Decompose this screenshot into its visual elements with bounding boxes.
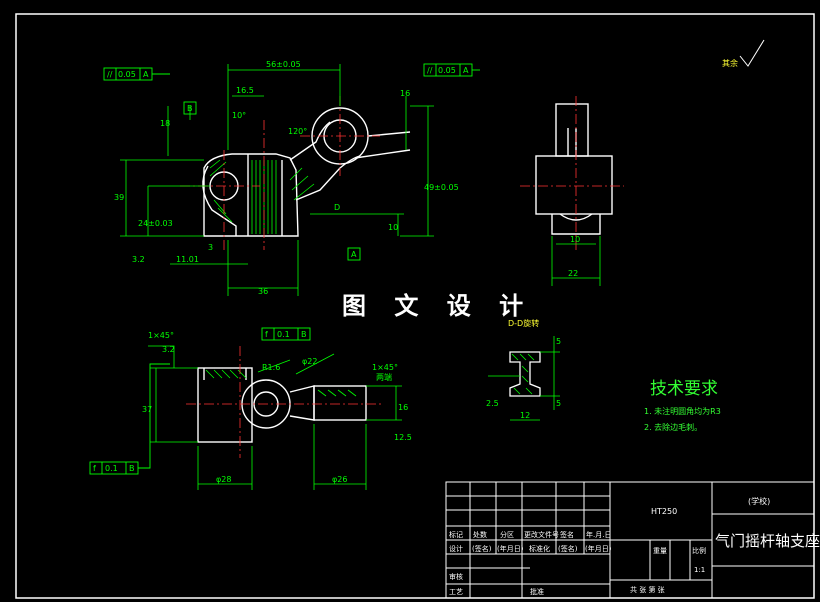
part-name: 气门摇杆轴支座: [715, 532, 820, 550]
chamfer-1x45: 1×45°: [148, 331, 174, 340]
dim-section-12: 12: [520, 411, 530, 420]
front-hatching: [209, 159, 315, 234]
tb-r2-c5: (签名): [558, 544, 578, 553]
dim-24: 24±0.03: [138, 219, 173, 228]
frame1-symbol: //: [107, 70, 113, 79]
section-hatching: [511, 353, 535, 395]
drawing-border: [15, 13, 815, 599]
frame1-datum: A: [143, 70, 149, 79]
frame2-datum: A: [463, 66, 469, 75]
dim-37: 37: [142, 405, 152, 414]
bottom-view: [197, 367, 367, 443]
frame3-datum: B: [301, 330, 307, 339]
front-centerlines: [180, 96, 380, 250]
side-view: [535, 103, 613, 235]
tech-note-1: 1. 未注明圆角均为R3: [644, 407, 721, 416]
tech-requirements-title: 技术要求: [650, 379, 718, 399]
section-dimensions: [488, 336, 560, 421]
section-d-label: D: [334, 203, 340, 212]
dim-18: 18: [160, 119, 170, 128]
dim-3: 3: [208, 243, 213, 252]
frame3-value: 0.1: [277, 330, 290, 339]
dim-phi22: φ22: [302, 357, 317, 366]
roughness-note: 其余: [722, 59, 738, 68]
tb-r2-c1: 设计: [449, 544, 463, 553]
frame3-symbol: f: [265, 330, 268, 339]
dim-11: 11.01: [176, 255, 199, 264]
tb-r1-c5: 签名: [560, 530, 574, 539]
roughness-3-2b: 3.2: [162, 345, 175, 354]
datum-b: B: [187, 104, 193, 113]
school-name: (学校): [748, 497, 771, 506]
material: HT250: [651, 507, 678, 516]
frame4-datum: B: [129, 464, 135, 473]
bottom-hatching: [205, 369, 357, 397]
frame4-value: 0.1: [105, 464, 118, 473]
dim-16: 16: [400, 89, 410, 98]
side-centerlines: [520, 96, 624, 250]
frame4-symbol: f: [93, 464, 96, 473]
tb-r1-c1: 标记: [449, 530, 463, 539]
dim-r1-6: R1.6: [262, 363, 280, 372]
roughness-12-5: 12.5: [394, 433, 412, 442]
bottom-centerlines: [186, 346, 382, 458]
dim-10: 10: [388, 223, 398, 232]
tb-r2-c3: (年月日): [497, 544, 524, 553]
dim-top-width: 56±0.05: [266, 60, 301, 69]
side-dimensions: [551, 236, 601, 286]
frame2-symbol: //: [427, 66, 433, 75]
tb-r1-c6: 年.月.日: [586, 530, 611, 539]
tb-r4-c2: 批准: [530, 587, 544, 596]
title-block-text: 标记 处数 分区 更改文件号 签名 年.月.日 设计 (签名) (年月日) 标准…: [449, 530, 706, 596]
bottom-dim-text: 37 φ28 φ26 16 φ22 R1.6 1×45° 1×45° 两端 3.…: [142, 331, 412, 484]
bottom-dimensions: [148, 345, 402, 490]
dim-120deg: 120°: [288, 127, 307, 136]
roughness-3-2: 3.2: [132, 255, 145, 264]
dim-16b: 16: [398, 403, 408, 412]
tb-r2-c2: (签名): [472, 544, 492, 553]
watermark: 图 文 设 计: [342, 292, 534, 320]
frame1-value: 0.05: [118, 70, 136, 79]
dim-phi26: φ26: [332, 475, 347, 484]
tb-r3-c1: 审核: [449, 572, 463, 581]
dim-10deg: 10°: [232, 111, 246, 120]
roughness-symbol: [739, 39, 765, 67]
tb-r1-c2: 处数: [473, 530, 487, 539]
tb-r4-c1: 工艺: [449, 588, 463, 596]
side-dim-text: 22 10: [568, 235, 580, 278]
dim-49: 49±0.05: [424, 183, 459, 192]
dim-side-10: 10: [570, 235, 580, 244]
title-block: [445, 481, 815, 599]
frame2-value: 0.05: [438, 66, 456, 75]
dim-36: 36: [258, 287, 268, 296]
section-dim-text: 5 5 12 2.5: [486, 337, 561, 420]
chamfer-1x45b: 1×45°: [372, 363, 398, 372]
tech-note-2: 2. 去除边毛刺。: [644, 423, 703, 432]
tb-sheet-label: 共 张 第 张: [630, 585, 665, 594]
tb-r2-c6: (年月日): [585, 544, 612, 553]
tolerance-text: // 0.05 A // 0.05 A A B f 0.1 B f 0.1 B: [93, 66, 469, 473]
dim-22: 22: [568, 269, 578, 278]
dim-39: 39: [114, 193, 124, 202]
dim-section-5b: 5: [556, 399, 561, 408]
tb-r2-c4: 标准化: [529, 544, 550, 553]
chamfer-two-sides: 两端: [376, 372, 392, 382]
front-dim-text: 56±0.05 16.5 10° 18 39 24±0.03 3 11.01 3…: [114, 60, 459, 296]
dim-16-5: 16.5: [236, 86, 254, 95]
tb-r1-c3: 分区: [500, 530, 514, 539]
section-title: D-D旋转: [508, 319, 540, 328]
dim-section-2-5: 2.5: [486, 399, 499, 408]
tb-r1-c4: 更改文件号: [524, 530, 559, 539]
dim-section-5: 5: [556, 337, 561, 346]
datum-a: A: [351, 250, 357, 259]
tb-scale-value: 1:1: [694, 566, 705, 574]
tolerance-frames: [89, 63, 480, 475]
front-dimensions: [120, 64, 434, 296]
dim-phi28: φ28: [216, 475, 231, 484]
tb-weight-label: 重量: [653, 547, 667, 555]
tb-scale-label: 比例: [692, 546, 706, 555]
